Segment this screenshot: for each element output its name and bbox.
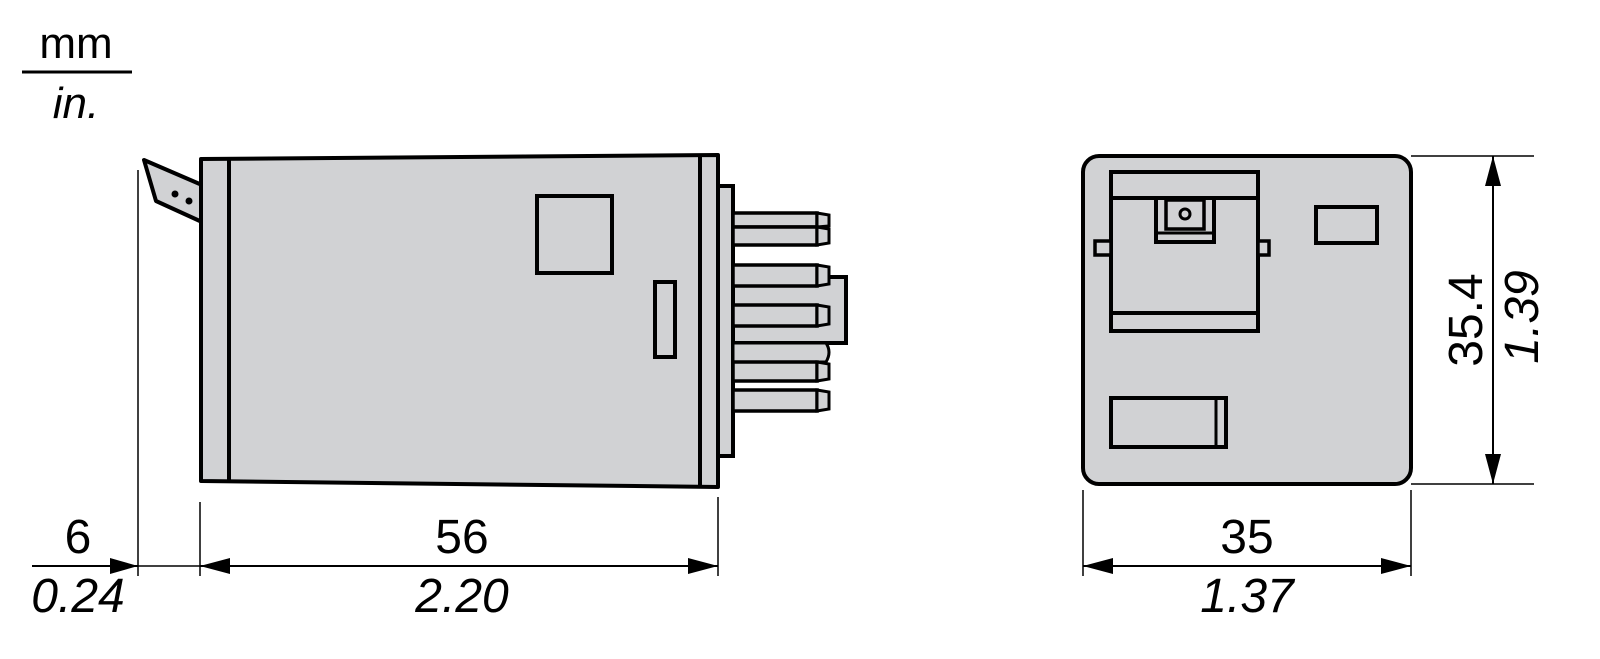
side-tab-right xyxy=(1256,239,1271,257)
side-tab-left xyxy=(1093,239,1113,257)
unit-imperial-label: in. xyxy=(53,79,99,128)
dimension-clip: 6 0.24 xyxy=(31,511,200,623)
dimension-width-in: 1.37 xyxy=(1200,570,1296,623)
pin xyxy=(731,303,831,328)
dimension-length-mm: 56 xyxy=(435,511,488,564)
arrow-left-icon xyxy=(1083,558,1113,574)
base-plate xyxy=(716,184,735,458)
unit-metric-label: mm xyxy=(39,19,112,68)
dimension-clip-mm: 6 xyxy=(65,511,92,564)
arrow-up-icon xyxy=(1485,156,1501,186)
label-window xyxy=(535,194,614,275)
pin xyxy=(731,360,831,383)
pin xyxy=(731,211,831,229)
test-button-dot-icon xyxy=(1178,207,1192,221)
contact-window xyxy=(1109,170,1260,333)
indicator-slot xyxy=(653,280,677,359)
marker-label xyxy=(1314,205,1379,245)
clip-dot-icon xyxy=(171,190,179,198)
key-block-lower xyxy=(731,341,831,364)
name-plate xyxy=(1109,396,1228,449)
dimension-clip-in: 0.24 xyxy=(31,570,124,623)
dimension-height-in: 1.39 xyxy=(1496,270,1549,363)
side-view: 6 0.24 56 2.20 xyxy=(31,153,848,623)
dimension-length: 56 2.20 xyxy=(200,511,718,623)
pin xyxy=(731,388,831,413)
dimension-length-in: 2.20 xyxy=(414,570,509,623)
dimension-height: 35.4 1.39 xyxy=(1440,156,1549,484)
dimension-width: 35 1.37 xyxy=(1083,511,1411,623)
dimension-height-mm: 35.4 xyxy=(1440,273,1493,366)
unit-legend: mm in. xyxy=(22,19,132,128)
arrow-down-icon xyxy=(1485,454,1501,484)
retaining-clip xyxy=(142,158,204,224)
dimension-width-mm: 35 xyxy=(1220,511,1273,564)
front-view: 35 1.37 35.4 1.39 xyxy=(1081,154,1549,623)
arrow-right-icon xyxy=(688,558,718,574)
pin xyxy=(731,225,831,247)
relay-body xyxy=(199,153,720,489)
arrow-right-icon xyxy=(1381,558,1411,574)
arrow-right-icon xyxy=(110,558,138,574)
pin xyxy=(731,263,831,288)
clip-dot-icon xyxy=(185,197,193,205)
arrow-left-icon xyxy=(200,558,230,574)
pins xyxy=(731,211,831,413)
